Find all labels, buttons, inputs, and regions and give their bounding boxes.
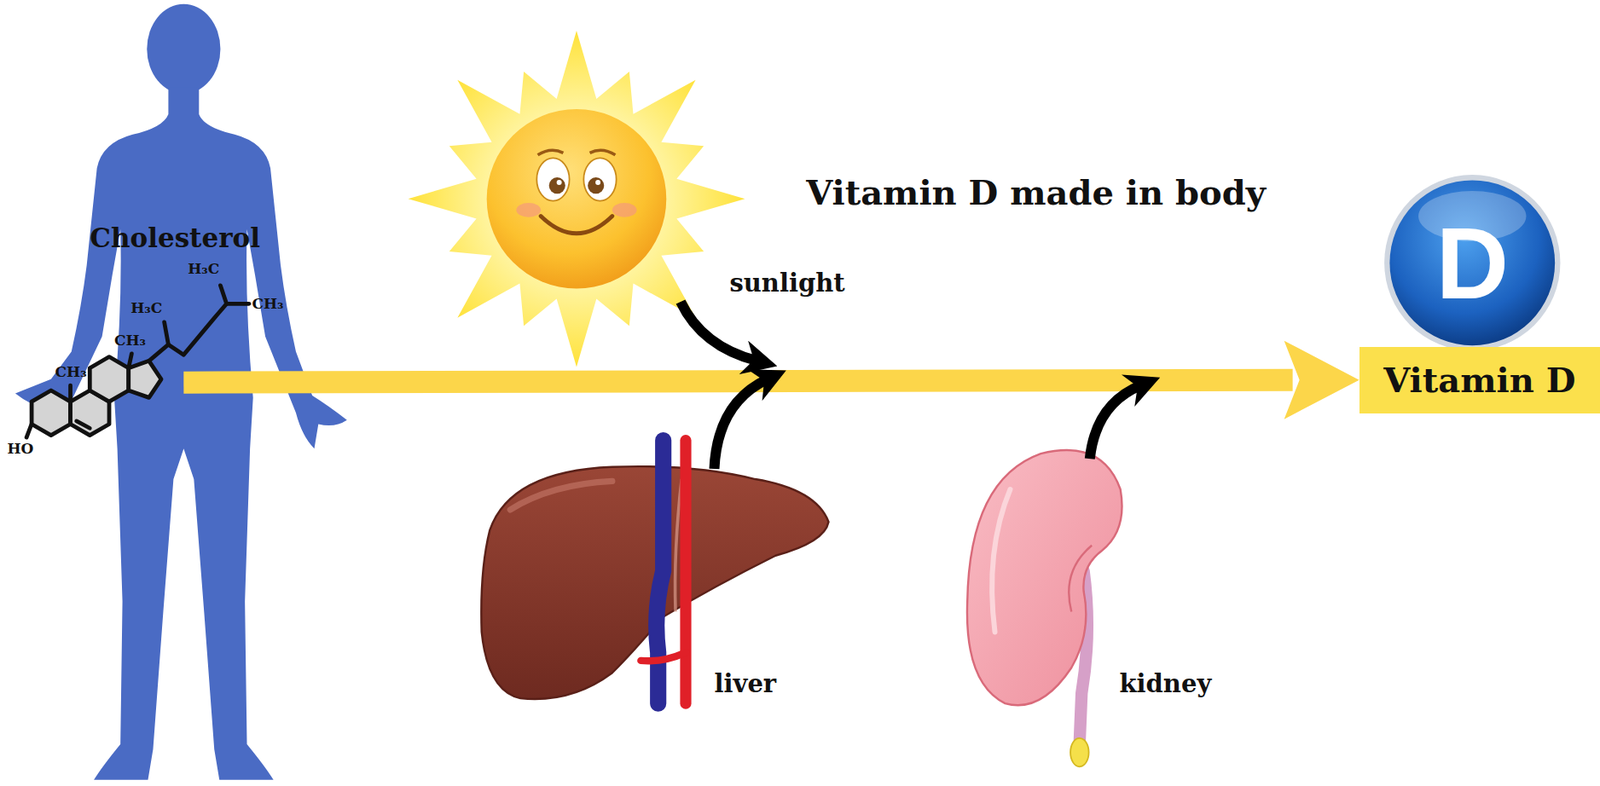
chemical-group: H₃C [187,260,220,279]
chemical-group: CH₃ [55,364,87,382]
cholesterol-structure [26,285,250,438]
liver [481,440,829,705]
compound-name: Cholesterol [89,223,261,255]
process-arrow [183,341,1359,420]
badge-letter: D [1436,213,1509,314]
arrow-shaft [183,380,1293,383]
diagram-title: Vitamin D made in body [805,173,1266,213]
organ-label: liver [714,670,777,699]
arrow-head [1284,341,1360,420]
cholesterol-molecule: Cholesterol [15,334,184,430]
chemical-group: H₃C [130,300,163,318]
kidney [967,450,1123,767]
vitamin-d-box: Vitamin D [1359,347,1600,414]
liver-arrow [714,379,768,470]
chemical-group: HO [6,440,34,458]
result-label: Vitamin D [1383,360,1576,400]
sunlight-arrow [680,301,758,361]
chemical-group: CH₃ [252,295,285,314]
chemical-group: CH₃ [114,332,146,350]
kidney-arrow [1089,385,1142,459]
organ-label: kidney [1118,670,1212,699]
vitamin-d-badge: D [1382,173,1563,354]
step-label: sunlight [729,269,845,298]
